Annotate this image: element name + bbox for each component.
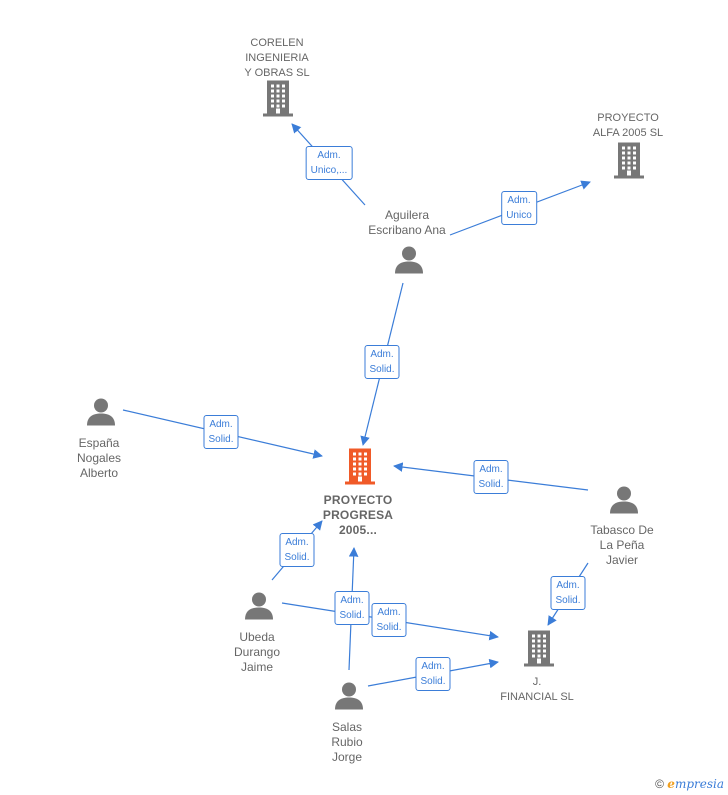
brand-logo: empresia <box>667 777 724 791</box>
person-icon[interactable] <box>244 592 274 625</box>
node-label-aguilera[interactable]: Aguilera Escribano Ana <box>368 208 446 237</box>
node-label-proyecto-progresa[interactable]: PROYECTO PROGRESA 2005... <box>322 493 394 537</box>
edge-label[interactable]: Adm. Unico,... <box>305 146 353 180</box>
node-label-tabasco[interactable]: Tabasco De La Peña Javier <box>590 523 654 567</box>
edge-label[interactable]: Adm. Unico <box>501 191 537 225</box>
edge-label[interactable]: Adm. Solid. <box>334 591 370 625</box>
person-icon[interactable] <box>394 246 424 279</box>
edge-label[interactable]: Adm. Solid. <box>279 533 315 567</box>
node-label-j-financial[interactable]: J. FINANCIAL SL <box>500 676 574 703</box>
node-label-salas[interactable]: Salas Rubio Jorge <box>331 720 363 764</box>
building-icon[interactable] <box>345 448 375 490</box>
edge-label[interactable]: Adm. Solid. <box>473 460 509 494</box>
node-label-espana[interactable]: España Nogales Alberto <box>76 436 122 480</box>
edge-label[interactable]: Adm. Solid. <box>550 576 586 610</box>
edge-label[interactable]: Adm. Solid. <box>371 603 407 637</box>
person-icon[interactable] <box>86 398 116 431</box>
copyright-symbol: © <box>655 777 664 791</box>
node-label-ubeda[interactable]: Ubeda Durango Jaime <box>233 630 281 674</box>
edge-label[interactable]: Adm. Solid. <box>364 345 400 379</box>
edge-label[interactable]: Adm. Solid. <box>203 415 239 449</box>
edge-label[interactable]: Adm. Solid. <box>415 657 451 691</box>
person-icon[interactable] <box>334 682 364 715</box>
building-icon[interactable] <box>524 630 554 672</box>
footer-brand[interactable]: © empresia <box>655 777 724 791</box>
building-icon[interactable] <box>263 80 293 122</box>
person-icon[interactable] <box>609 486 639 519</box>
node-label-corelen[interactable]: CORELEN INGENIERIA Y OBRAS SL <box>244 37 310 79</box>
node-label-proyecto-alfa[interactable]: PROYECTO ALFA 2005 SL <box>592 112 664 139</box>
building-icon[interactable] <box>614 142 644 184</box>
